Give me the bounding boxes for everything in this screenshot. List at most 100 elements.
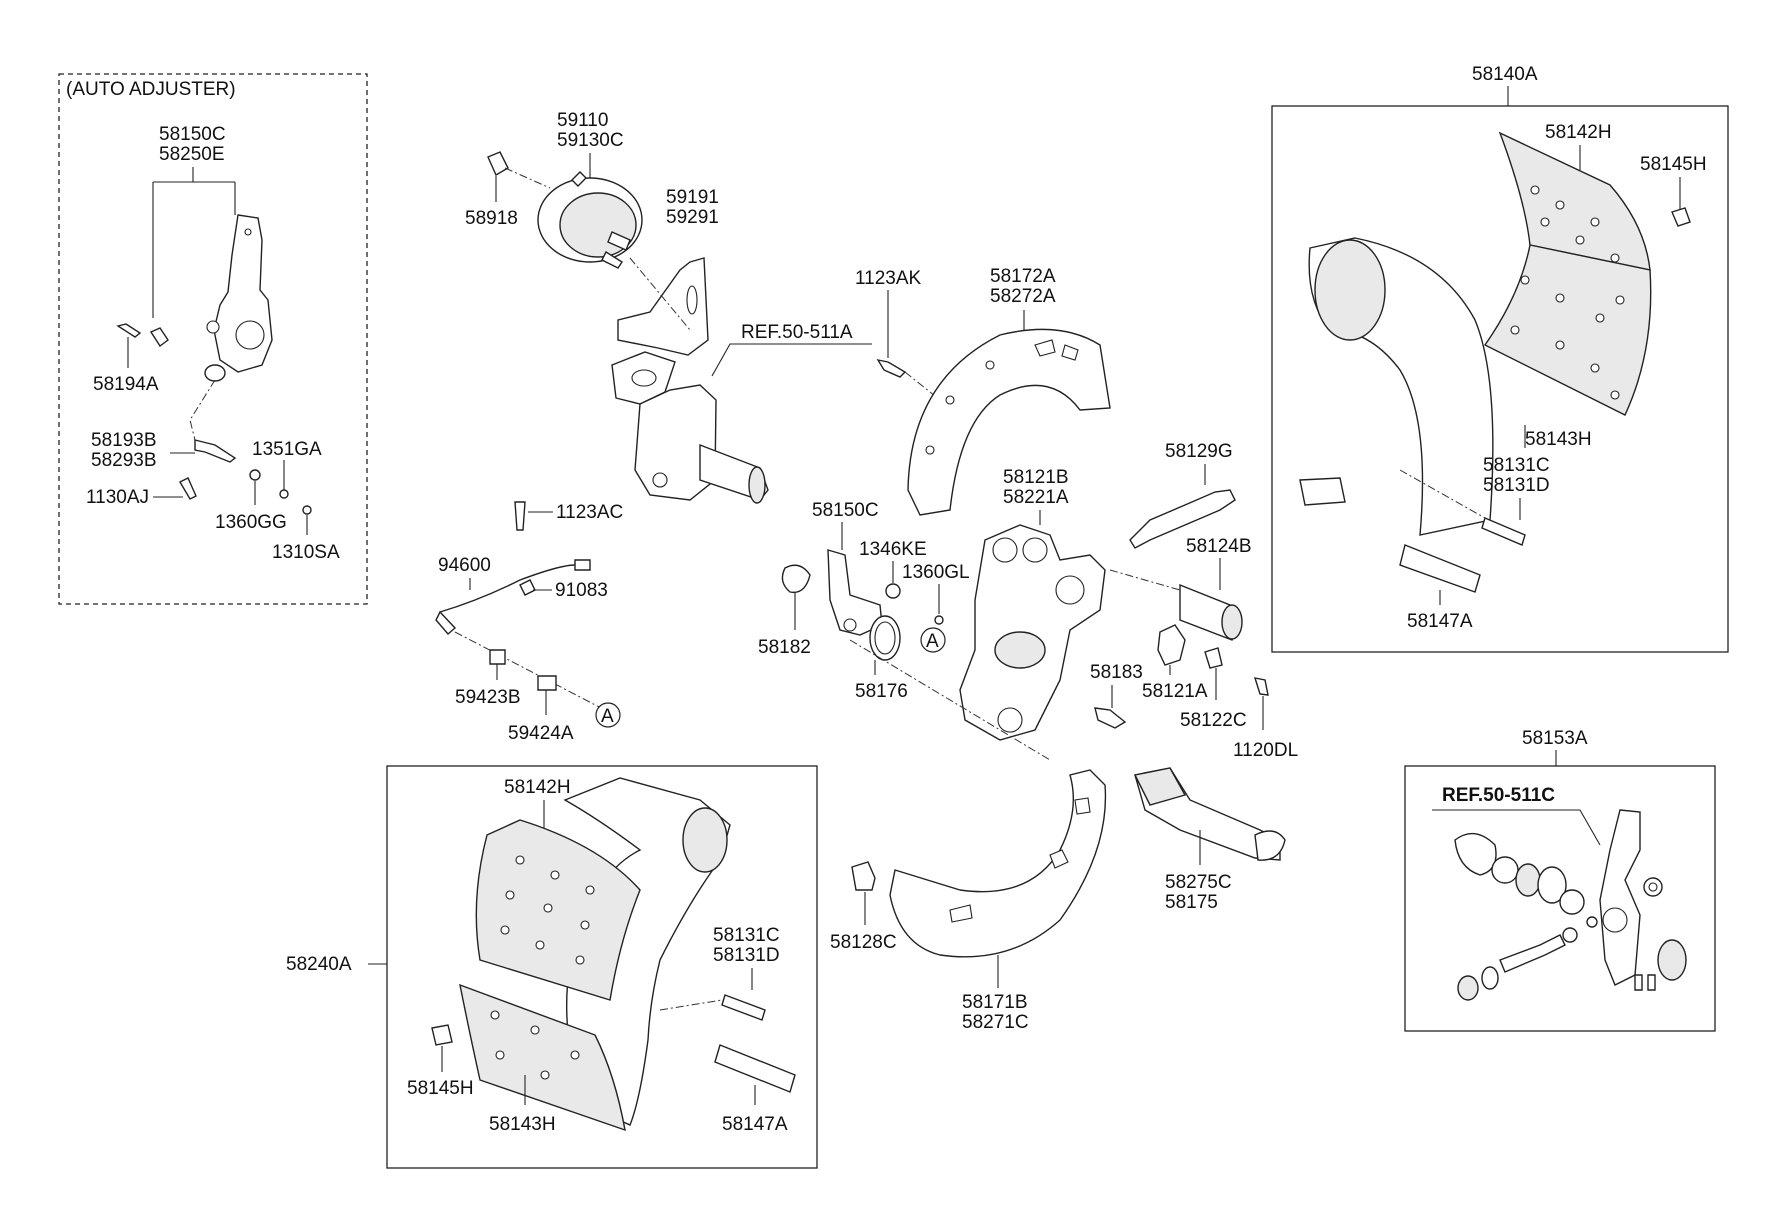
kit-ring-2	[1559, 889, 1585, 915]
part-label-58145H-left: 58145H	[407, 1078, 474, 1099]
leader-ref-50-511A	[711, 343, 872, 377]
shield-hole-3	[925, 445, 935, 455]
part-label-58128C: 58128C	[830, 932, 897, 953]
bracket-slot	[686, 285, 698, 315]
part-label-58193B: 58193B	[91, 430, 157, 451]
part-label-58145H-right: 58145H	[1640, 154, 1707, 175]
part-label-58143H-right: 58143H	[1525, 429, 1592, 450]
lining-lower-left	[459, 983, 626, 1132]
chamber-clamp	[571, 171, 587, 187]
sensor-plug	[574, 559, 591, 571]
shoe-right-web	[1299, 477, 1346, 506]
part-label-58124B: 58124B	[1186, 536, 1252, 557]
dust-shield-lower	[889, 769, 1107, 958]
sensor-head	[435, 610, 457, 635]
spider-anchor-2	[1022, 537, 1048, 563]
grease-fitting	[149, 327, 169, 348]
part-label-1120DL: 1120DL	[1233, 740, 1298, 761]
part-label-58250E: 58250E	[159, 144, 225, 165]
sleeve-59423B	[489, 649, 506, 665]
part-label-59424A: 59424A	[508, 723, 574, 744]
camshaft-spline	[1133, 767, 1187, 806]
auto-adjuster-title: (AUTO ADJUSTER)	[66, 79, 236, 100]
part-label-58182: 58182	[758, 637, 811, 658]
shoe-assembly-right-frame	[1271, 105, 1729, 653]
part-label-59110: 59110	[557, 110, 608, 131]
part-label-59291: 59291	[666, 207, 719, 228]
part-label-58150C-b: 58150C	[812, 500, 879, 521]
kit-ring-small	[1586, 916, 1598, 928]
bolt-1120DL	[1253, 677, 1269, 696]
part-label-58271C: 58271C	[962, 1012, 1029, 1033]
part-label-58122C: 58122C	[1180, 710, 1247, 731]
part-label-1123AK: 1123AK	[855, 268, 922, 289]
cam-centerline	[849, 639, 1051, 761]
shoe-assembly-left-group: 58240A 58142H 58131C 58131D 58147A 58145…	[286, 765, 818, 1169]
part-label-58275C: 58275C	[1165, 872, 1232, 893]
brake-shoe-left	[563, 777, 731, 1126]
snap-ring-58182	[781, 564, 811, 594]
bolt-1130AJ	[179, 477, 197, 500]
adjuster-hub	[235, 320, 265, 350]
part-label-59130C: 59130C	[557, 130, 624, 151]
spider-center-bore	[994, 631, 1046, 669]
pin-centerline-right	[1399, 469, 1486, 519]
leader-ref-50-511C	[1432, 809, 1601, 846]
kit-shaft-collar	[1562, 927, 1578, 943]
part-label-91083: 91083	[555, 580, 608, 601]
part-label-1360GG: 1360GG	[215, 512, 287, 533]
part-label-58176: 58176	[855, 681, 908, 702]
part-label-58131D-left: 58131D	[713, 945, 780, 966]
knuckle-bore	[631, 369, 657, 387]
pin-58131C-right	[1481, 517, 1526, 546]
spider-group: 58121B 58221A 58129G 58124B 58150C 1346K…	[758, 441, 1298, 761]
knuckle-group: REF.50-511A	[611, 322, 872, 504]
seal-58176-inner	[874, 621, 896, 655]
kit-gear	[1537, 866, 1567, 904]
part-label-58142H-left: 58142H	[504, 777, 571, 798]
slack-adjuster-arm	[213, 214, 273, 373]
knuckle-hole	[652, 472, 668, 488]
part-label-1351GA: 1351GA	[252, 439, 322, 460]
part-label-94600: 94600	[438, 555, 491, 576]
shield-hole-1	[985, 360, 995, 370]
spindle-end	[748, 466, 766, 504]
shield-slots	[1034, 339, 1079, 361]
kit-slack-adjuster	[1599, 809, 1641, 986]
rivet-58145H-left	[431, 1024, 453, 1046]
part-label-58240A: 58240A	[286, 954, 352, 975]
brake-chamber-group: 59110 59130C 58918 59191 59291	[465, 110, 719, 356]
adjuster-clevis	[204, 364, 226, 382]
ref-label-50-511C: REF.50-511C	[1442, 785, 1555, 806]
clip-58122C	[1204, 647, 1223, 669]
ref-label-50-511A: REF.50-511A	[741, 322, 853, 343]
part-label-58121A: 58121A	[1142, 681, 1208, 702]
shoe-right-roller	[1314, 239, 1386, 341]
kit-nut-bore	[1648, 882, 1658, 892]
shield-hole-2	[945, 395, 955, 405]
roller-centerline	[1109, 569, 1181, 591]
rivet-58145H-right	[1671, 207, 1691, 227]
kit-clips	[1634, 974, 1656, 991]
kit-end-ring	[1481, 966, 1499, 990]
return-spring	[1129, 489, 1236, 549]
kit-ring-1	[1491, 856, 1519, 884]
part-label-59191: 59191	[666, 187, 719, 208]
adjuster-bolt	[206, 320, 220, 334]
spider-cam-bore	[997, 707, 1023, 733]
roller-pin-58147A-right	[1399, 544, 1481, 593]
pin-centerline-left	[659, 999, 723, 1011]
lower-shield-group: 58128C 58171B 58271C 58275C 58175	[830, 767, 1286, 1033]
lining-rivets-left	[490, 855, 595, 1080]
roller-end	[1221, 604, 1243, 640]
reference-marker-A	[595, 702, 621, 728]
lining-upper-right	[1498, 131, 1651, 271]
part-label-58272A: 58272A	[990, 286, 1056, 307]
bolt-58183	[1094, 707, 1127, 729]
part-label-58147A-right: 58147A	[1407, 611, 1473, 632]
part-label-58121B: 58121B	[1003, 467, 1069, 488]
part-label-58175: 58175	[1165, 892, 1218, 913]
kit-worm-shaft	[1499, 934, 1566, 973]
